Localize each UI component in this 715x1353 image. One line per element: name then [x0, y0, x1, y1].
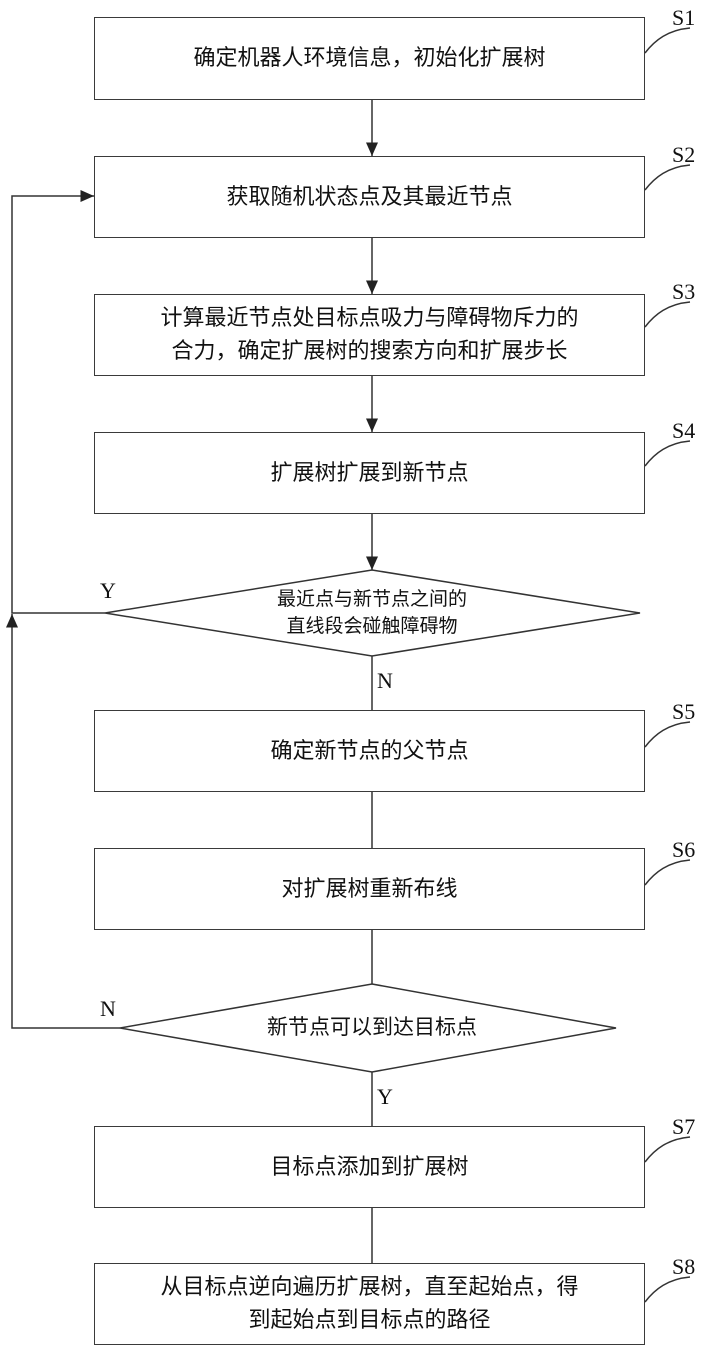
step-text-s7: 目标点添加到扩展树 [270, 1151, 468, 1184]
step-box-s8: 从目标点逆向遍历扩展树，直至起始点，得 到起始点到目标点的路径 [94, 1263, 645, 1345]
step-leader-s2 [645, 165, 690, 190]
step-text-s6: 对扩展树重新布线 [281, 873, 457, 906]
loop-d2-to-loop [12, 614, 120, 1028]
step-text-s4: 扩展树扩展到新节点 [270, 457, 468, 490]
loop-d1-to-s2 [12, 196, 105, 613]
step-label-s4: S4 [672, 418, 695, 444]
decision-2-no-label: N [100, 996, 116, 1022]
decision-text-1-line1: 最近点与新节点之间的 [180, 586, 564, 613]
step-box-s2: 获取随机状态点及其最近节点 [94, 156, 645, 238]
step-leader-s5 [645, 722, 690, 747]
step-box-s4: 扩展树扩展到新节点 [94, 432, 645, 514]
step-label-s2: S2 [672, 142, 695, 168]
step-text-s3-line1: 计算最近节点处目标点吸力与障碍物斥力的 [160, 302, 578, 335]
decision-text-1-line2: 直线段会碰触障碍物 [180, 613, 564, 640]
step-text-s5: 确定新节点的父节点 [270, 735, 468, 768]
step-label-s8: S8 [672, 1254, 695, 1280]
step-label-s1: S1 [672, 5, 695, 31]
step-label-s5: S5 [672, 699, 695, 725]
step-leader-s6 [645, 860, 690, 885]
step-leader-s8 [645, 1277, 690, 1302]
step-label-s3: S3 [672, 279, 695, 305]
step-box-s5: 确定新节点的父节点 [94, 710, 645, 792]
step-leader-s1 [645, 28, 690, 53]
step-box-s1: 确定机器人环境信息，初始化扩展树 [94, 17, 645, 100]
step-text-s8-line1: 从目标点逆向遍历扩展树，直至起始点，得 [160, 1271, 578, 1304]
step-text-s8-line2: 到起始点到目标点的路径 [248, 1304, 490, 1337]
step-label-s6: S6 [672, 837, 695, 863]
step-box-s3: 计算最近节点处目标点吸力与障碍物斥力的 合力，确定扩展树的搜索方向和扩展步长 [94, 294, 645, 376]
decision-text-2-line: 新节点可以到达目标点 [180, 1013, 564, 1042]
decision-1-yes-label: Y [100, 578, 116, 604]
step-leader-s7 [645, 1137, 690, 1162]
decision-2-yes-label: Y [377, 1084, 393, 1110]
decision-text-2: 新节点可以到达目标点 [180, 1013, 564, 1042]
step-text-s2: 获取随机状态点及其最近节点 [226, 181, 512, 214]
decision-text-1: 最近点与新节点之间的 直线段会碰触障碍物 [180, 586, 564, 639]
step-text-s1: 确定机器人环境信息，初始化扩展树 [193, 42, 545, 75]
step-text-s3-line2: 合力，确定扩展树的搜索方向和扩展步长 [171, 335, 567, 368]
step-box-s6: 对扩展树重新布线 [94, 848, 645, 930]
step-box-s7: 目标点添加到扩展树 [94, 1126, 645, 1208]
step-label-s7: S7 [672, 1114, 695, 1140]
step-leader-s4 [645, 441, 690, 466]
decision-1-no-label: N [377, 668, 393, 694]
step-leader-s3 [645, 302, 690, 327]
